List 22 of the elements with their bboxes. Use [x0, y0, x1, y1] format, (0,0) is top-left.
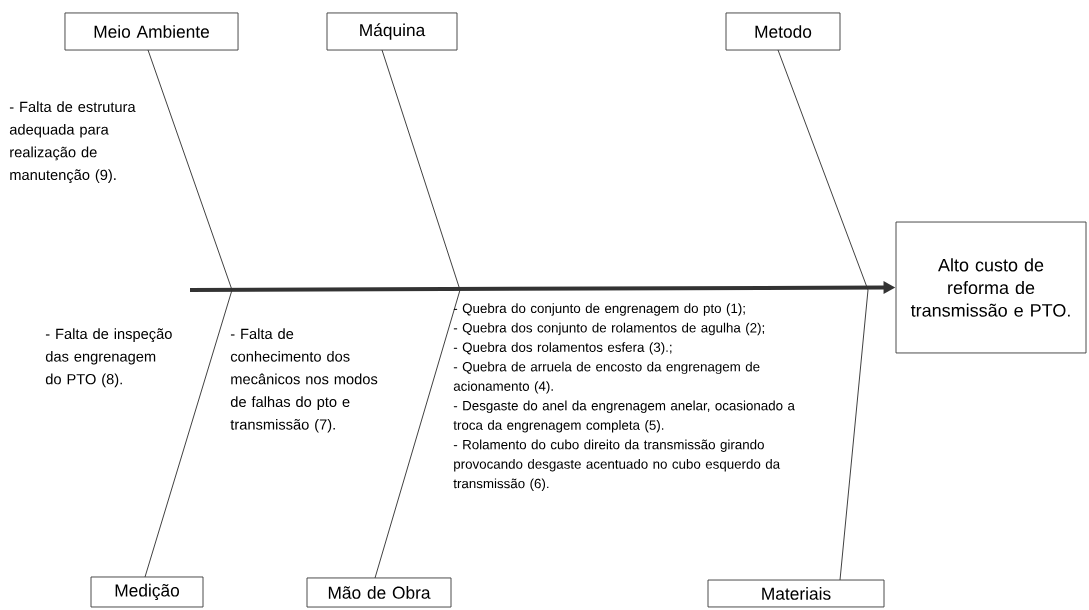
category-box: Metodo [725, 12, 841, 51]
label: - Quebra dos rolamentos esfera (3).; [453, 342, 672, 355]
category-box: Materiais [707, 579, 885, 608]
cause-list: - Quebra do conjunto de engrenagem do pto (1); - Quebra dos conjunto de rolamentos de agulha (2); - Quebra dos rolamentos esfera (3).; - Quebra de arruela de encosto da engrenagem de acionamento (4). - Desgaste do anel da engrenagem anelar, ocasionado a troca da engrenagem completa (5). - Rolamento do cubo direito da transmissão girando provocando desgaste acentuado no cubo esquerdo da transmissão (6). [453, 303, 795, 491]
cause-bone [374, 289, 461, 579]
cause-text: - Falta de conhecimento dos mecânicos nos modos de falhas do pto e transmissão (7). [230, 328, 378, 433]
category-box: Meio Ambiente [64, 12, 239, 51]
category-box: Medição [90, 576, 204, 608]
label: - Quebra dos conjunto de rolamentos de agulha (2); [453, 322, 765, 336]
cause-bone [777, 49, 869, 291]
cause-bone [839, 289, 869, 581]
cause-bone [144, 289, 233, 578]
label: - Quebra de arruela de encosto da engrenagem de acionamento (4). [453, 361, 760, 394]
label: - Quebra do conjunto de engrenagem do pto (1); [453, 303, 745, 316]
label: - Desgaste do anel da engrenagem anelar, ocasionado a troca da engrenagem completa (5). [453, 400, 795, 433]
cause-text: - Falta de estrutura adequada para realização de manutenção (9). [9, 101, 136, 183]
cause-bone [147, 49, 233, 291]
effect-box: Alto custo de reforma de transmissão e PTO. [895, 221, 1087, 354]
category-box: Máquina [326, 12, 458, 51]
label: - Rolamento do cubo direito da transmissão girando provocando desgaste acentuado no cubo esquerdo da transmissão (6). [453, 439, 781, 491]
category-box: Mão de Obra [306, 577, 452, 608]
cause-text: - Falta de inspeção das engrenagem do PTO (8). [45, 328, 172, 388]
